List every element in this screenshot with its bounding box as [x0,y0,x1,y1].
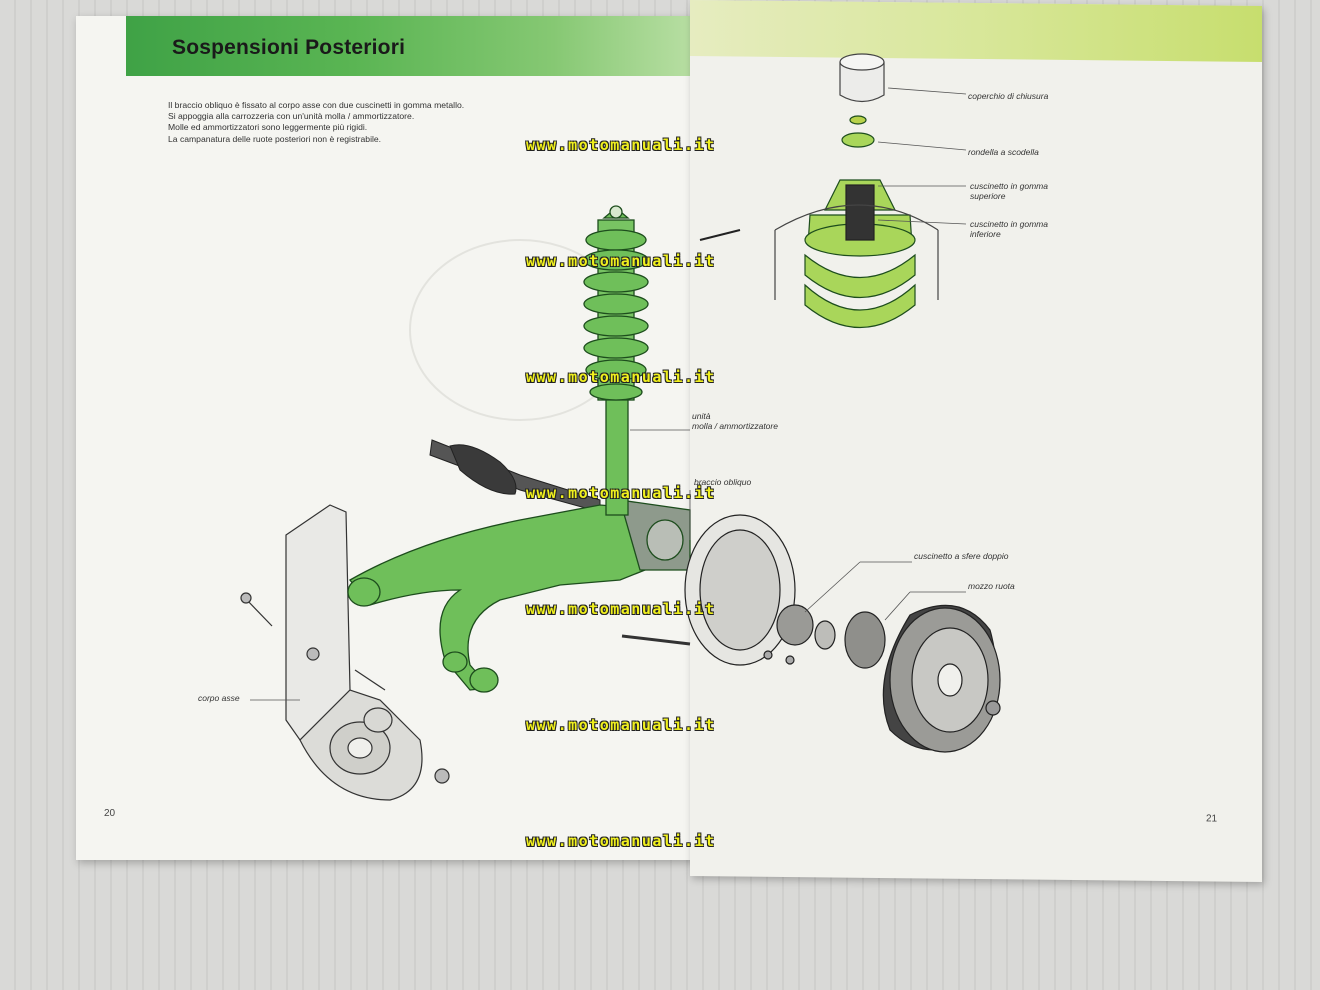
label-mozzo: mozzo ruota [968,581,1015,591]
label-line: inferiore [970,228,1001,239]
intro-text: Il braccio obliquo è fissato al corpo as… [168,100,464,145]
label-line: cuscinetto in gomma [970,219,1048,229]
watermark: www.motomanuali.it [526,368,716,386]
brake-assembly [621,514,1001,753]
label-line: superiore [970,190,1006,201]
watermark: www.motomanuali.it [526,716,716,734]
axle-body [240,504,450,801]
intro-line: Il braccio obliquo è fissato al corpo as… [168,100,465,110]
label-cuscinetto-superiore: cuscinetto in gomma superiore [970,181,1048,201]
label-line: cuscinetto in gomma [970,181,1048,191]
watermark: www.motomanuali.it [526,484,716,502]
page-title: Sospensioni Posteriori [172,36,406,59]
intro-line: Si appoggia alla carrozzeria con un'unit… [168,111,415,122]
label-line: molla / ammortizzatore [692,420,778,431]
intro-line: La campanatura delle ruote posteriori no… [168,133,382,144]
watermark: www.motomanuali.it [526,252,716,270]
intro-line: Molle ed ammortizzatori sono leggermente… [168,122,368,133]
label-braccio: braccio obliquo [694,477,752,487]
trailing-arm [347,499,691,693]
label-line: unità [692,411,711,421]
title-band [126,16,696,76]
top-mount-exploded [699,53,939,329]
label-corpo-asse: corpo asse [198,693,240,703]
watermark: www.motomanuali.it [526,600,716,618]
label-rondella: rondella a scodella [968,147,1039,157]
label-coperchio: coperchio di chiusura [968,91,1049,101]
page-number-left: 20 [104,808,116,819]
label-unita: unità molla / ammortizzatore [692,411,778,431]
leader-lines [250,87,967,701]
watermark: www.motomanuali.it [526,832,716,850]
label-cuscinetto-sfere: cuscinetto a sfere doppio [914,551,1009,561]
label-cuscinetto-inferiore: cuscinetto in gomma inferiore [970,219,1048,239]
watermark: www.motomanuali.it [526,136,716,154]
spring-damper-unit [583,205,649,516]
